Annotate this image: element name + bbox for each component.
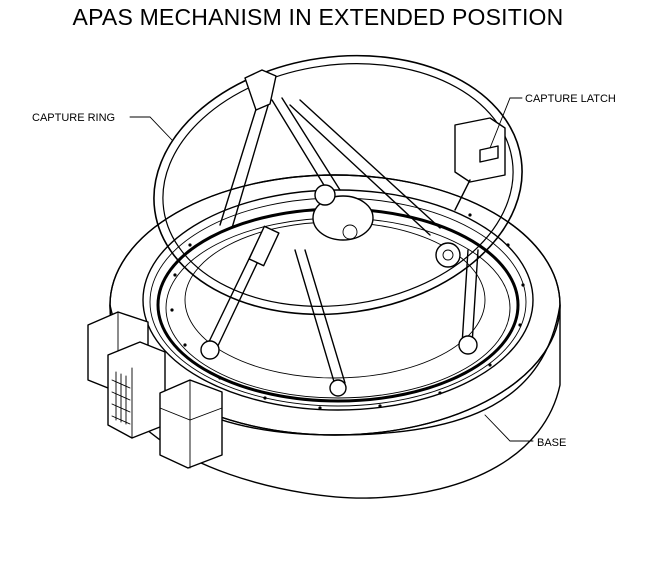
- label-capture-latch: CAPTURE LATCH: [525, 93, 616, 105]
- label-base: BASE: [537, 437, 567, 449]
- capture-latch-hook: [479, 145, 499, 163]
- capture-ring-outer: [153, 54, 523, 316]
- leader-lines: [129, 97, 534, 442]
- figure-title: APAS MECHANISM IN EXTENDED POSITION: [72, 4, 564, 30]
- vent-grid: [111, 371, 131, 425]
- actuator-legs: [200, 89, 479, 397]
- capture-latch: [454, 117, 506, 211]
- actuator-cylinder-left: [248, 225, 280, 267]
- capture-ring-bracket: [244, 69, 277, 111]
- strut-upper-center: [271, 99, 331, 196]
- strut-upper-left: [219, 89, 263, 226]
- side-box-lower: [159, 379, 223, 469]
- actuator-joint-upper-right: [435, 242, 461, 268]
- actuator-leg-front: [294, 249, 336, 386]
- leader-base: [484, 414, 534, 442]
- actuator-joint-left: [200, 340, 220, 360]
- side-boxes: [87, 311, 223, 469]
- rim-bolts: [170, 213, 525, 410]
- central-hub: [312, 195, 374, 241]
- side-box-grid: [107, 341, 166, 439]
- actuator-joint-hub: [314, 184, 336, 206]
- actuator-joint-front: [329, 379, 347, 397]
- base-inner-rim: [142, 189, 534, 411]
- actuator-joint-right: [458, 335, 478, 355]
- leader-capture-ring: [129, 116, 173, 141]
- capture-ring: [153, 54, 523, 316]
- leader-capture-latch: [489, 97, 523, 149]
- capture-ring-inner: [162, 63, 514, 307]
- strut-upper-right: [289, 104, 431, 236]
- actuator-leg-right: [461, 249, 469, 346]
- label-capture-ring: CAPTURE RING: [32, 112, 116, 124]
